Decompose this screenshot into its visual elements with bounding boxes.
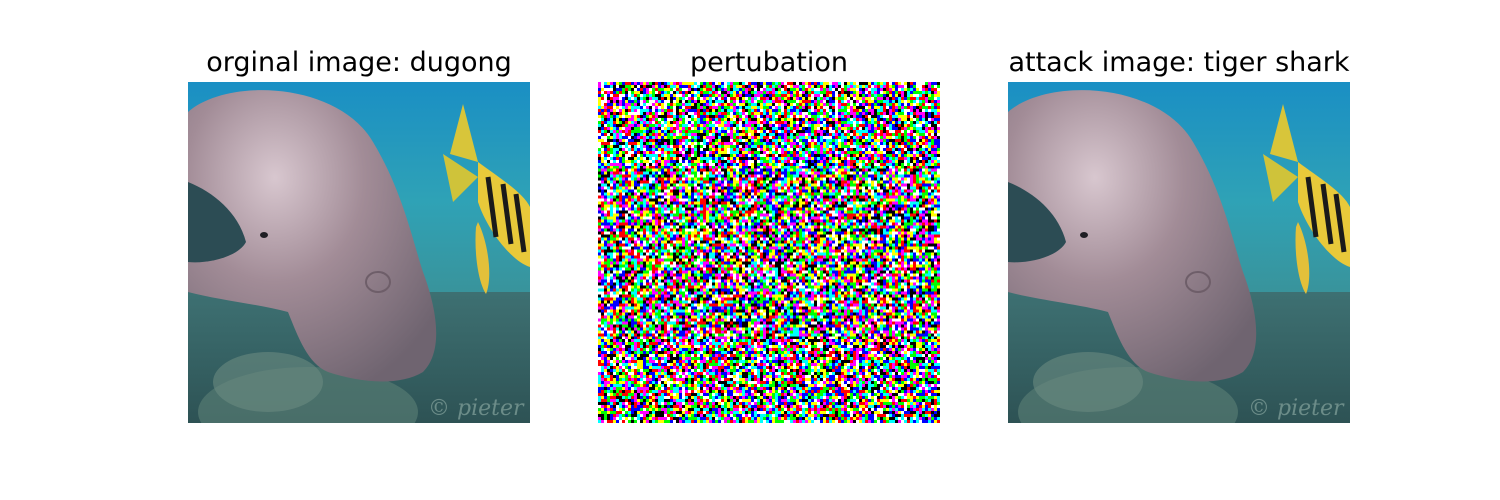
original-image-title: orginal image: dugong [206,47,512,78]
perturbation-title: pertubation [690,47,848,78]
attack-image-title: attack image: tiger shark [1008,47,1350,78]
attack-watermark: © pieter [1248,396,1345,421]
original-watermark: © pieter [428,396,525,421]
attack-tiger-shark-image: © pieter [1008,82,1350,423]
panel-attack: attack image: tiger shark [1008,44,1350,423]
panel-perturbation: pertubation [598,44,940,423]
original-dugong-image: © pieter [188,82,530,423]
panel-original: orginal image: dugong [188,44,530,423]
perturbation-noise-image [598,82,940,423]
